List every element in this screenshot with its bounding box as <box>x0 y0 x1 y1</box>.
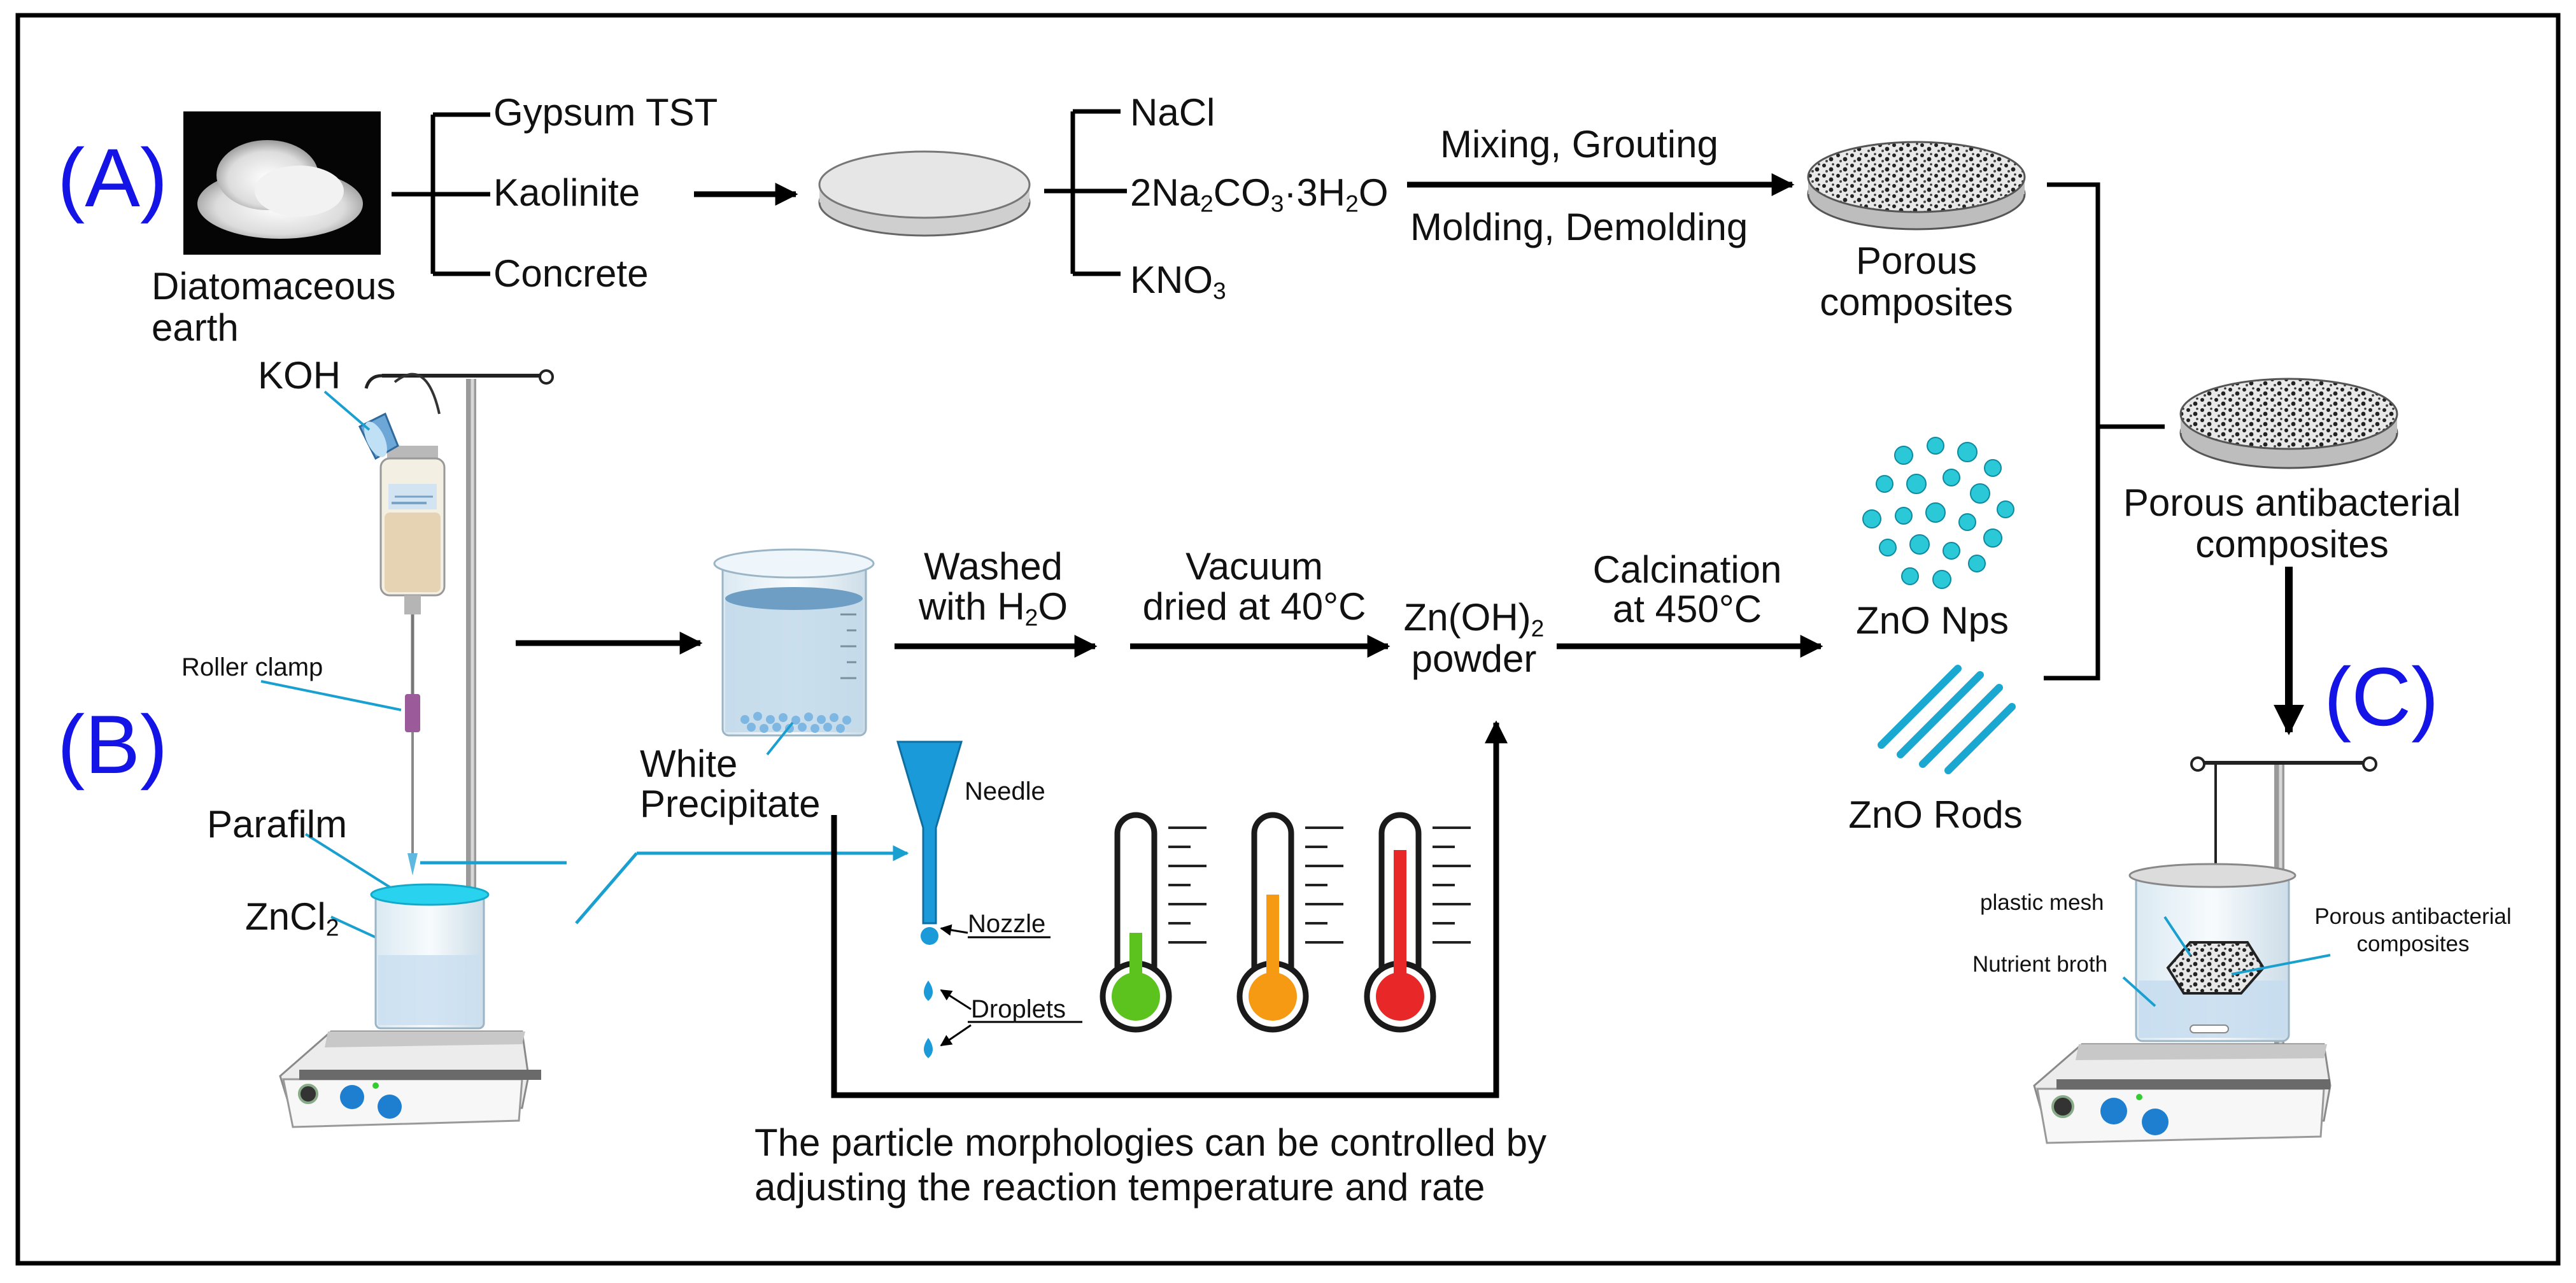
label-a: (A) <box>57 131 168 224</box>
parafilm-leader <box>304 833 393 890</box>
plain-disc <box>818 150 1031 237</box>
koh-label: KOH <box>258 354 341 397</box>
droplets-pointer-2 <box>940 1024 972 1047</box>
calcination-label-2: at 450°C <box>1612 588 1762 630</box>
droplets-pointer-1 <box>940 989 972 1010</box>
earth-label: earth <box>152 306 239 349</box>
parafilm-label: Parafilm <box>207 803 348 846</box>
pab-label-2: composites <box>2195 523 2389 565</box>
beaker-c <box>2128 863 2296 1042</box>
nozzle-label: Nozzle <box>968 910 1046 938</box>
nutrient-leader <box>2122 976 2156 1007</box>
plastic-mesh-leader <box>2163 916 2191 956</box>
vacuum-label-1: Vacuum <box>1185 545 1323 588</box>
roller-leader <box>260 680 402 711</box>
kno3-label: KNO3 <box>1130 259 1226 304</box>
concrete-label: Concrete <box>493 252 649 295</box>
beaker-b <box>370 883 490 1030</box>
precipitate-label: Precipitate <box>640 783 821 825</box>
control-text-2: adjusting the reaction temperature and r… <box>754 1166 1485 1209</box>
pab-small-label-1: Porous antibacterial <box>2314 904 2512 929</box>
pab-small-leader <box>2231 954 2331 975</box>
white-label: White <box>640 742 738 785</box>
zno-rods <box>1878 665 2016 774</box>
washed-label-2: with H2O <box>918 585 1068 631</box>
needle-label: Needle <box>965 777 1045 805</box>
label-b: (B) <box>57 698 168 791</box>
label-c: (C) <box>2324 650 2439 743</box>
zno-nanoparticles <box>1862 437 2014 589</box>
nacl-label: NaCl <box>1130 91 1215 134</box>
iv-bag <box>379 372 446 875</box>
na2co3-label: 2Na2CO3·3H2O <box>1130 171 1389 217</box>
porous-disc-antibacterial <box>2179 378 2398 469</box>
porous-label-1: Porous <box>1855 239 1978 282</box>
needle-funnel <box>896 741 963 1058</box>
blue-connector-2 <box>575 852 638 925</box>
koh-leader <box>323 390 371 431</box>
calcination-label-1: Calcination <box>1592 548 1782 591</box>
powder-label: powder <box>1411 637 1537 680</box>
control-text-1: The particle morphologies can be control… <box>754 1121 1547 1164</box>
beaker-precipitate <box>713 548 875 737</box>
kaolinite-label: Kaolinite <box>493 171 640 214</box>
thermometer-orange <box>1236 812 1343 1033</box>
bracket-materials <box>392 112 490 276</box>
zno-nps-label: ZnO Nps <box>1855 599 2009 642</box>
diatomaceous-earth-photo <box>183 111 381 255</box>
nutrient-broth-label: Nutrient broth <box>1972 952 2108 977</box>
thermometer-green <box>1100 812 1207 1033</box>
vacuum-label-2: dried at 40°C <box>1142 585 1366 628</box>
nozzle-pointer <box>940 924 968 936</box>
mixing-label: Mixing, Grouting <box>1440 123 1718 166</box>
pab-label-1: Porous antibacterial <box>2123 481 2461 524</box>
plastic-mesh-label: plastic mesh <box>1980 890 2104 915</box>
diatomaceous-label: Diatomaceous <box>152 265 396 308</box>
droplets-label: Droplets <box>971 995 1066 1023</box>
thermometer-red <box>1364 812 1471 1033</box>
bracket-merge <box>2044 182 2165 681</box>
zncl2-label: ZnCl2 <box>245 895 339 941</box>
porous-disc-top <box>1807 141 2026 230</box>
gypsum-label: Gypsum TST <box>493 91 718 134</box>
roller-clamp-label: Roller clamp <box>181 653 323 681</box>
feedback-loop <box>831 720 1508 1098</box>
bracket-porogens <box>1044 109 1127 276</box>
plastic-mesh-basket <box>2166 941 2265 995</box>
pab-small-label-2: composites <box>2356 932 2470 956</box>
outer-frame <box>15 13 2561 1266</box>
white-precipitate-leader <box>766 721 794 756</box>
znoh2-label: Zn(OH)2 <box>1403 596 1545 642</box>
koh-cup <box>358 412 399 460</box>
washed-label-1: Washed <box>924 545 1063 588</box>
porous-label-2: composites <box>1820 281 2013 323</box>
hotplate-b <box>279 1030 541 1128</box>
hotplate-c <box>2033 1043 2332 1144</box>
molding-label: Molding, Demolding <box>1410 206 1748 248</box>
zno-rods-label: ZnO Rods <box>1848 793 2023 836</box>
